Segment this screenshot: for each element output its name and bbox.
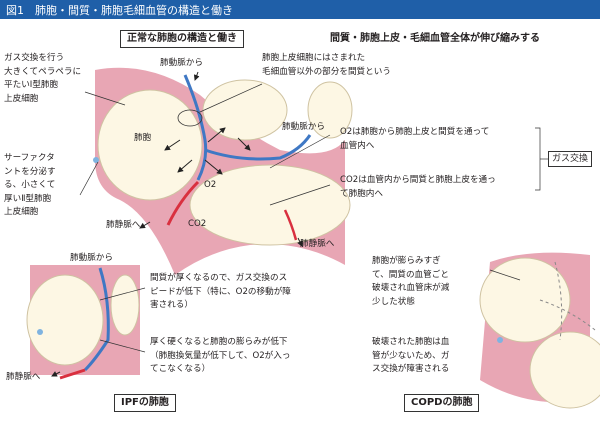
ipf-vein bbox=[59, 368, 86, 380]
capillary-upper bbox=[183, 74, 208, 181]
type1-cell-label: ガス交換を行う 大きくてペラペラに 平たいⅠ型肺胞 上皮細胞 bbox=[4, 53, 82, 104]
leader-lines bbox=[79, 83, 548, 353]
copd-alveoli bbox=[479, 252, 600, 409]
normal-title: 正常な肺胞の構造と働き bbox=[120, 30, 244, 48]
ipf-note2: 厚く硬くなると肺胞の膨らみが低下 （肺胞換気量が低下して、O2が入っ てこなくな… bbox=[150, 337, 291, 375]
copd-note1: 肺胞が膨らみすぎ て、間質の血管ごと 破壊され血管床が減 少した状態 bbox=[372, 256, 450, 307]
type2-cell-label: サーファクタ ントを分泌す る、小さくて 厚いⅡ型肺胞 上皮細胞 bbox=[4, 153, 56, 218]
interstitium-marker bbox=[177, 109, 203, 127]
copd-note2: 破壊された肺胞は血 管が少ないため、ガ ス交換が障害される bbox=[372, 337, 450, 375]
o2-transfer-note: O2は肺胞から肺胞上皮と間質を通って 血管内へ bbox=[340, 127, 490, 151]
copd-caption: COPDの肺胞 bbox=[404, 394, 480, 412]
type2-cell bbox=[93, 157, 99, 163]
figure-title: 図1 肺胞・間質・肺胞毛細血管の構造と働き bbox=[6, 4, 233, 17]
o2-label: O2 bbox=[204, 180, 217, 190]
alveolus-label: 肺胞 bbox=[134, 133, 152, 143]
ipf-caption: IPFの肺胞 bbox=[114, 394, 176, 412]
alveolus-right bbox=[307, 81, 353, 139]
co2-label: CO2 bbox=[188, 219, 207, 229]
vein-left-label: 肺静脈へ bbox=[106, 220, 141, 230]
co2-transfer-note: CO2は血管内から間質と肺胞上皮を通っ て肺胞内へ bbox=[340, 175, 496, 199]
figure-header: 図1 肺胞・間質・肺胞毛細血管の構造と働き bbox=[0, 0, 600, 19]
vein-right-label: 肺静脈へ bbox=[300, 239, 335, 249]
alveolus-left bbox=[97, 89, 203, 201]
ipf-alveoli bbox=[26, 265, 140, 380]
artery-top-label: 肺動脈から bbox=[160, 58, 203, 68]
gas-exchange-label: ガス交換 bbox=[548, 151, 593, 167]
vein-right bbox=[283, 209, 298, 241]
stretch-title: 間質・肺胞上皮・毛細血管全体が伸び縮みする bbox=[330, 33, 540, 44]
vein-left bbox=[166, 180, 200, 226]
artery-right-label: 肺動脈から bbox=[282, 122, 325, 132]
ipf-note1: 間質が厚くなるので、ガス交換のス ピードが低下（特に、O2の移動が障 害される） bbox=[150, 273, 291, 311]
ipf-vein-label: 肺静脈へ bbox=[6, 372, 41, 382]
alveolus-top bbox=[202, 79, 288, 141]
capillary-right bbox=[204, 134, 312, 161]
normal-alveoli bbox=[93, 67, 353, 276]
interstitium-note: 肺胞上皮細胞にはさまれた 毛細血管以外の部分を間質という bbox=[262, 53, 391, 77]
ipf-artery-label: 肺動脈から bbox=[70, 253, 113, 263]
ipf-capillary bbox=[83, 267, 110, 372]
